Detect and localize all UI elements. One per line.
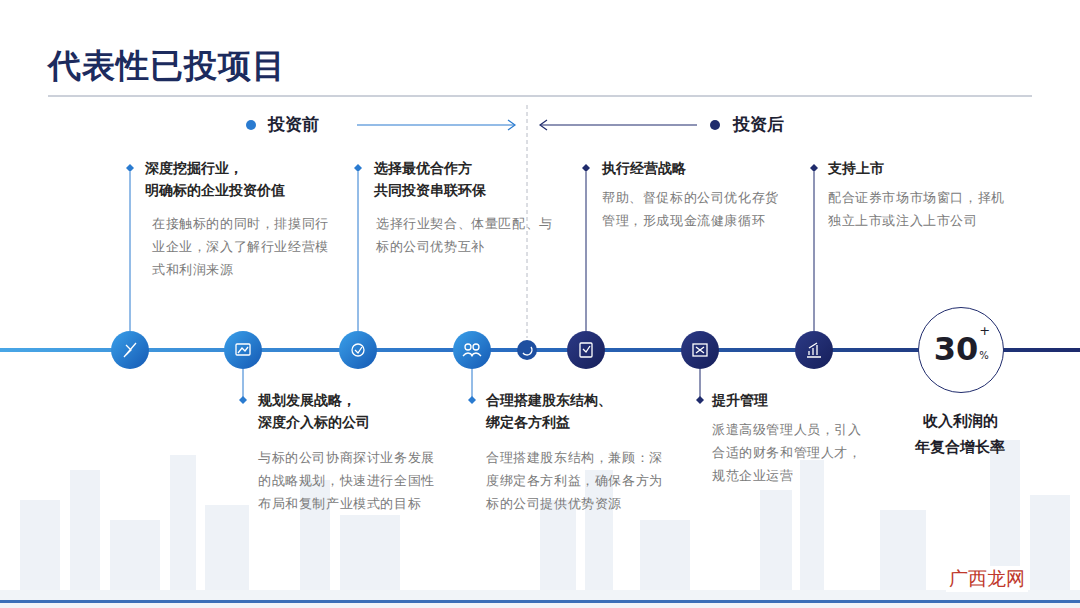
leader-lines xyxy=(130,172,814,398)
bottom-bar xyxy=(0,600,1080,603)
icons xyxy=(124,343,821,357)
stat-circle: 30+%收入利润的 年复合增长率 xyxy=(918,307,1004,393)
growth-number: 30 xyxy=(934,330,979,368)
phase-arrow xyxy=(541,124,697,125)
step-heading: 深度挖掘行业， 明确标的企业投资价值 xyxy=(145,157,330,201)
phase-dot xyxy=(710,120,720,130)
plus-sign: + xyxy=(979,323,990,338)
step-heading: 执行经营战略 xyxy=(602,157,787,179)
title-rule xyxy=(48,96,1032,97)
step-body: 选择行业契合、体量匹配、与标的公司优势互补 xyxy=(376,212,558,258)
percent-sign: % xyxy=(979,350,989,361)
skyline xyxy=(20,440,1070,600)
step-heading: 选择最优合作方 共同投资串联环保 xyxy=(374,157,559,201)
step-body: 与标的公司协商探讨业务发展的战略规划，快速进行全国性布局和复制产业模式的目标 xyxy=(258,446,440,515)
phase-label: 投资后 xyxy=(733,113,784,136)
step-heading: 合理搭建股东结构、 绑定各方利益 xyxy=(486,389,676,433)
leader-dots xyxy=(126,164,818,404)
step-heading: 规划发展战略， 深度介入标的公司 xyxy=(258,389,448,433)
diagram-title: 代表性已投项目 xyxy=(48,44,286,89)
step-body: 合理搭建股东结构，兼顾：深度绑定各方利益，确保各方为标的公司提供优势资源 xyxy=(486,446,668,515)
phase-arrow xyxy=(357,124,514,125)
watermark: 广西龙网 xyxy=(946,566,1028,592)
bottom-band xyxy=(0,590,1080,608)
phase-dot xyxy=(246,120,256,130)
step-body: 帮助、督促标的公司优化存货管理，形成现金流健康循环 xyxy=(602,186,784,232)
phase-arrow-head xyxy=(508,120,515,130)
step-body: 派遣高级管理人员，引入合适的财务和管理人才，规范企业运营 xyxy=(712,418,868,487)
step-body: 配合证券市场市场窗口，择机独立上市或注入上市公司 xyxy=(828,186,1010,232)
icon-circles xyxy=(111,331,833,369)
phase-label: 投资前 xyxy=(268,113,319,136)
step-heading: 支持上市 xyxy=(828,157,1013,179)
growth-caption: 收入利润的 年复合增长率 xyxy=(904,408,1016,460)
step-heading: 提升管理 xyxy=(712,389,862,411)
step-body: 在接触标的的同时，排摸同行业企业，深入了解行业经营模式和利润来源 xyxy=(152,212,334,281)
phase-arrow-head xyxy=(540,120,547,130)
